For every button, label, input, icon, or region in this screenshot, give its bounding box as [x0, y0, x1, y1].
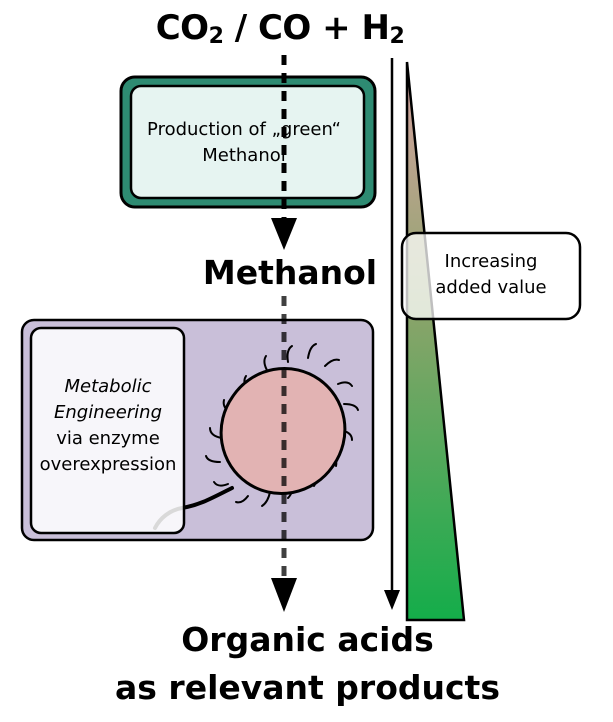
co2-text: CO — [155, 8, 209, 48]
engineering-line3: via enzyme — [56, 428, 160, 449]
value-box-line2: added value — [435, 277, 547, 298]
value-box-line1: Increasing — [444, 251, 538, 272]
products-label-line2: as relevant products — [115, 668, 500, 707]
engineering-box-text: Metabolic Engineering via enzyme overexp… — [32, 374, 184, 478]
h2-subscript: 2 — [389, 24, 405, 49]
co2-subscript: 2 — [208, 24, 224, 49]
products-label-line1: Organic acids — [181, 620, 434, 659]
engineering-label-box — [29, 326, 186, 535]
production-box-text: Production of „green“ Methanol — [130, 117, 358, 169]
production-box-panel — [129, 84, 366, 200]
arrow-to-products-icon — [271, 578, 297, 612]
added-value-wedge — [405, 61, 466, 622]
production-box-line2: Methanol — [202, 145, 286, 166]
value-box-text: Increasing added value — [405, 249, 577, 301]
methanol-label: Methanol — [202, 253, 378, 292]
value-label-box — [400, 231, 582, 321]
arrow-to-methanol-icon — [271, 218, 297, 250]
engineering-line2: Engineering — [54, 402, 162, 423]
engineering-line4: overexpression — [39, 454, 177, 475]
value-axis-arrow-icon — [384, 590, 400, 610]
substrate-formula: CO2 / CO + H2 — [110, 8, 450, 49]
co-h-text: / CO + H — [223, 8, 390, 48]
engineering-line1: Metabolic — [64, 376, 152, 397]
production-box-line1: Production of „green“ — [147, 119, 341, 140]
